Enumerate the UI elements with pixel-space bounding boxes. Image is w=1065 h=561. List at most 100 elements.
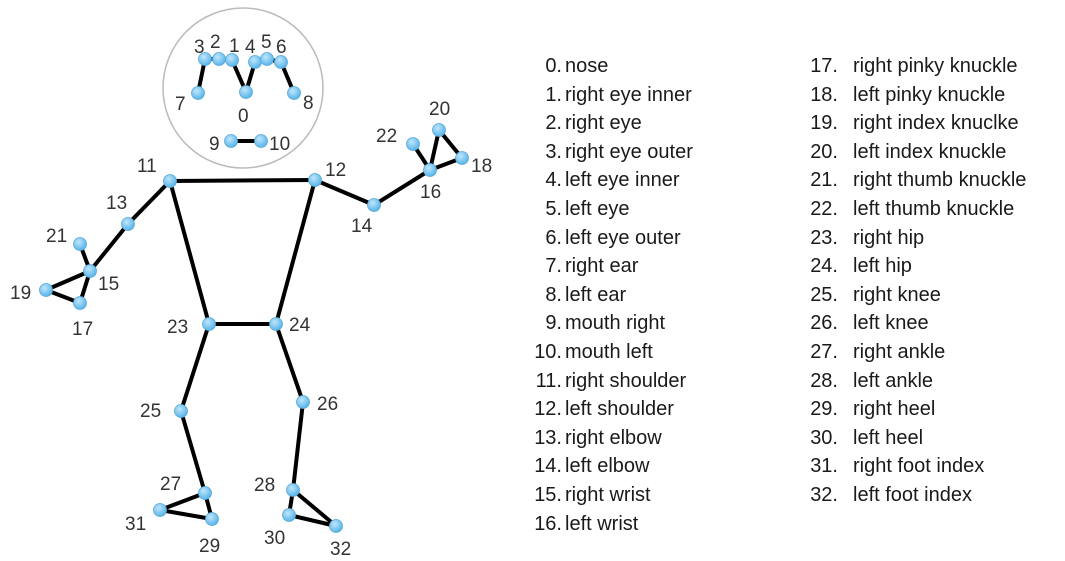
legend-name: left eye inner bbox=[565, 169, 680, 192]
legend-item-5: 5.left eye bbox=[508, 195, 778, 224]
bone-26-28 bbox=[291, 400, 305, 492]
legend-name: right knee bbox=[853, 283, 941, 306]
legend-item-15: 15.right wrist bbox=[508, 481, 778, 510]
bone-12-24 bbox=[274, 178, 317, 326]
legend-number: 20. bbox=[810, 140, 838, 163]
legend-name: left knee bbox=[853, 312, 929, 335]
joint-label-29: 29 bbox=[199, 536, 220, 557]
joint-label-16: 16 bbox=[420, 182, 441, 203]
legend-name: left wrist bbox=[565, 512, 639, 535]
legend-item-0: 0.nose bbox=[508, 52, 778, 81]
legend-name: left ankle bbox=[853, 369, 934, 392]
legend-item-31: 31.right foot index bbox=[796, 452, 1061, 481]
legend-number: 19. bbox=[810, 112, 838, 135]
legend-number: 16. bbox=[534, 512, 562, 535]
legend-name: right thumb knuckle bbox=[853, 169, 1027, 192]
legend-number: 6. bbox=[545, 226, 562, 249]
joint-label-3: 3 bbox=[194, 37, 205, 58]
legend-item-20: 20. left index knuckle bbox=[796, 138, 1061, 167]
joint-label-15: 15 bbox=[98, 274, 119, 295]
joint-label-1: 1 bbox=[229, 36, 240, 57]
legend-number: 18. bbox=[810, 83, 838, 106]
legend-item-2: 2.right eye bbox=[508, 109, 778, 138]
legend-name: left thumb knuckle bbox=[853, 197, 1015, 220]
joint-7 bbox=[191, 86, 205, 100]
legend-name: left eye outer bbox=[565, 226, 681, 249]
joint-13 bbox=[121, 217, 135, 231]
joint-label-27: 27 bbox=[160, 474, 181, 495]
joint-label-32: 32 bbox=[330, 539, 351, 560]
legend-item-17: 17.right pinky knuckle bbox=[796, 52, 1061, 81]
joint-10 bbox=[254, 134, 268, 148]
joint-0 bbox=[239, 85, 253, 99]
joint-24 bbox=[269, 317, 283, 331]
joint-6 bbox=[274, 55, 288, 69]
legend-item-6: 6.left eye outer bbox=[508, 224, 778, 253]
legend-item-1: 1.right eye inner bbox=[508, 81, 778, 110]
joint-11 bbox=[163, 174, 177, 188]
legend-name: right shoulder bbox=[565, 369, 687, 392]
joint-label-8: 8 bbox=[303, 93, 314, 114]
joint-31 bbox=[153, 503, 167, 517]
legend-name: left ear bbox=[565, 283, 627, 306]
legend-number: 12. bbox=[534, 398, 562, 421]
bone-12-14 bbox=[313, 178, 376, 207]
joint-label-9: 9 bbox=[209, 134, 220, 155]
legend-item-9: 9.mouth right bbox=[508, 309, 778, 338]
legend-number: 25. bbox=[810, 283, 838, 306]
legend-number: 7. bbox=[545, 255, 562, 278]
legend-name: left hip bbox=[853, 255, 912, 278]
legend-number: 5. bbox=[545, 197, 562, 220]
joint-label-14: 14 bbox=[351, 216, 373, 237]
legend-name: right elbow bbox=[565, 426, 662, 449]
legend-item-27: 27.right ankle bbox=[796, 338, 1061, 367]
joint-32 bbox=[329, 519, 343, 533]
legend-number: 21. bbox=[810, 169, 838, 192]
joint-label-30: 30 bbox=[264, 528, 285, 549]
legend-name: nose bbox=[565, 55, 609, 77]
joint-23 bbox=[202, 317, 216, 331]
joint-16 bbox=[423, 163, 437, 177]
legend-item-12: 12.left shoulder bbox=[508, 395, 778, 424]
joint-5 bbox=[260, 52, 274, 66]
legend-number: 29. bbox=[810, 398, 838, 421]
legend-number: 30. bbox=[810, 426, 838, 449]
joint-26 bbox=[296, 395, 310, 409]
legend-item-28: 28. left ankle bbox=[796, 367, 1061, 396]
legend-number: 14. bbox=[534, 455, 562, 478]
legend-number: 28. bbox=[810, 369, 838, 392]
legend-item-25: 25. right knee bbox=[796, 281, 1061, 310]
legend-name: right eye inner bbox=[565, 83, 692, 106]
bone-15-19 bbox=[44, 269, 92, 292]
joint-27 bbox=[198, 486, 212, 500]
joint-label-4: 4 bbox=[245, 37, 256, 58]
joint-label-28: 28 bbox=[254, 475, 275, 496]
legend-number: 0. bbox=[545, 55, 562, 77]
joint-label-12: 12 bbox=[325, 160, 346, 181]
legend-name: left index knuckle bbox=[853, 140, 1007, 163]
bone-29-31 bbox=[158, 508, 214, 521]
joint-label-6: 6 bbox=[276, 37, 287, 58]
joint-label-23: 23 bbox=[167, 317, 188, 338]
joint-label-2: 2 bbox=[210, 32, 221, 53]
legend-item-32: 32.left foot index bbox=[796, 481, 1061, 510]
joint-label-21: 21 bbox=[46, 226, 67, 247]
legend-number: 22. bbox=[810, 197, 838, 220]
joint-label-20: 20 bbox=[429, 99, 450, 120]
joint-29 bbox=[205, 512, 219, 526]
joint-9 bbox=[224, 134, 238, 148]
joint-17 bbox=[73, 296, 87, 310]
joint-label-7: 7 bbox=[175, 94, 186, 115]
bone-24-26 bbox=[274, 322, 305, 404]
legend-number: 8. bbox=[545, 283, 562, 306]
legend-number: 24. bbox=[810, 255, 838, 278]
legend-name: right wrist bbox=[565, 483, 651, 506]
legend-item-19: 19.right index knuclke bbox=[796, 109, 1061, 138]
legend-item-16: 16.left wrist bbox=[508, 510, 778, 539]
legend-item-23: 23.right hip bbox=[796, 224, 1061, 253]
legend-name: mouth right bbox=[565, 312, 666, 335]
joint-19 bbox=[39, 283, 53, 297]
